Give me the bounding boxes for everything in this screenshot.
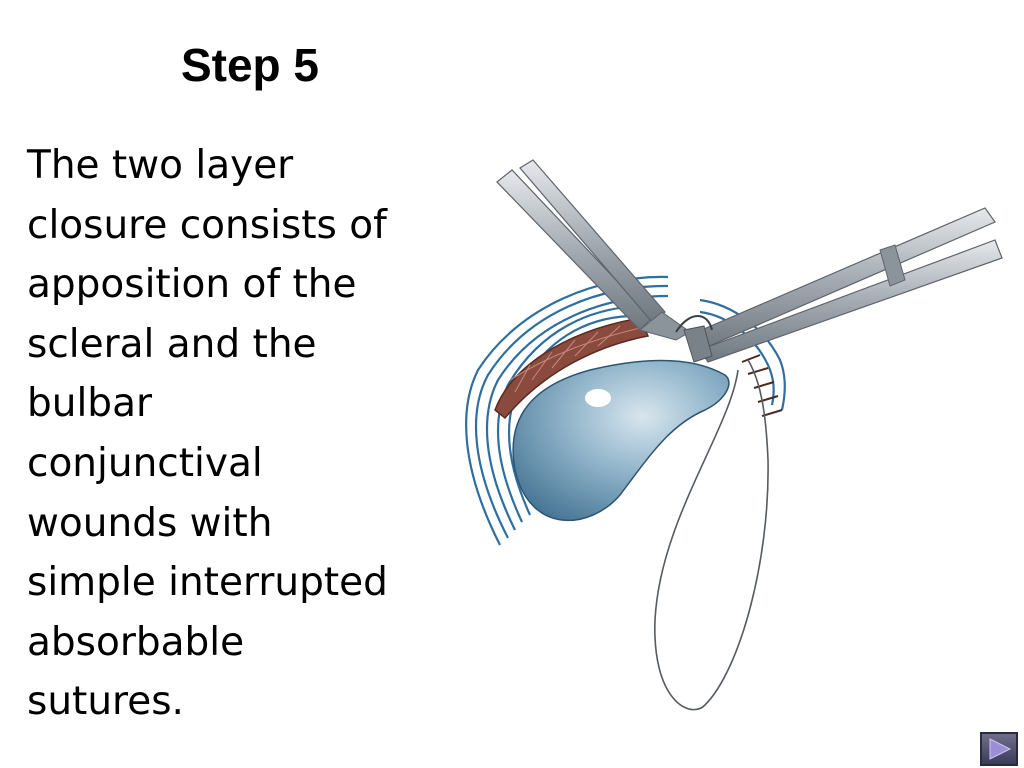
eye-suture-illustration bbox=[465, 159, 1003, 711]
body-line: apposition of the bbox=[27, 262, 357, 308]
interrupted-sutures bbox=[734, 341, 783, 417]
light-reflex bbox=[585, 389, 611, 407]
needle-holder bbox=[496, 159, 691, 341]
body-line: wounds with bbox=[27, 500, 273, 546]
scleral-wound-flap bbox=[494, 317, 650, 420]
next-slide-button[interactable] bbox=[980, 732, 1018, 766]
suture-thread bbox=[654, 359, 769, 711]
tissue-forceps bbox=[683, 207, 1003, 363]
body-line: bulbar bbox=[27, 381, 152, 427]
body-line: closure consists of bbox=[27, 202, 387, 248]
slide-title: Step 5 bbox=[180, 39, 320, 91]
body-line: sutures. bbox=[27, 679, 184, 725]
curved-needle bbox=[675, 315, 713, 333]
body-line: absorbable bbox=[27, 619, 245, 665]
body-line: conjunctival bbox=[27, 440, 263, 486]
wound-crosshatch bbox=[509, 325, 641, 393]
body-line: The two layer bbox=[27, 143, 294, 188]
play-arrow-icon bbox=[989, 738, 1012, 760]
body-line: scleral and the bbox=[27, 321, 317, 367]
slide-body-text: The two layer closure consists of apposi… bbox=[27, 136, 422, 732]
body-line: simple interrupted bbox=[27, 560, 388, 606]
sclera-globe bbox=[512, 359, 730, 522]
